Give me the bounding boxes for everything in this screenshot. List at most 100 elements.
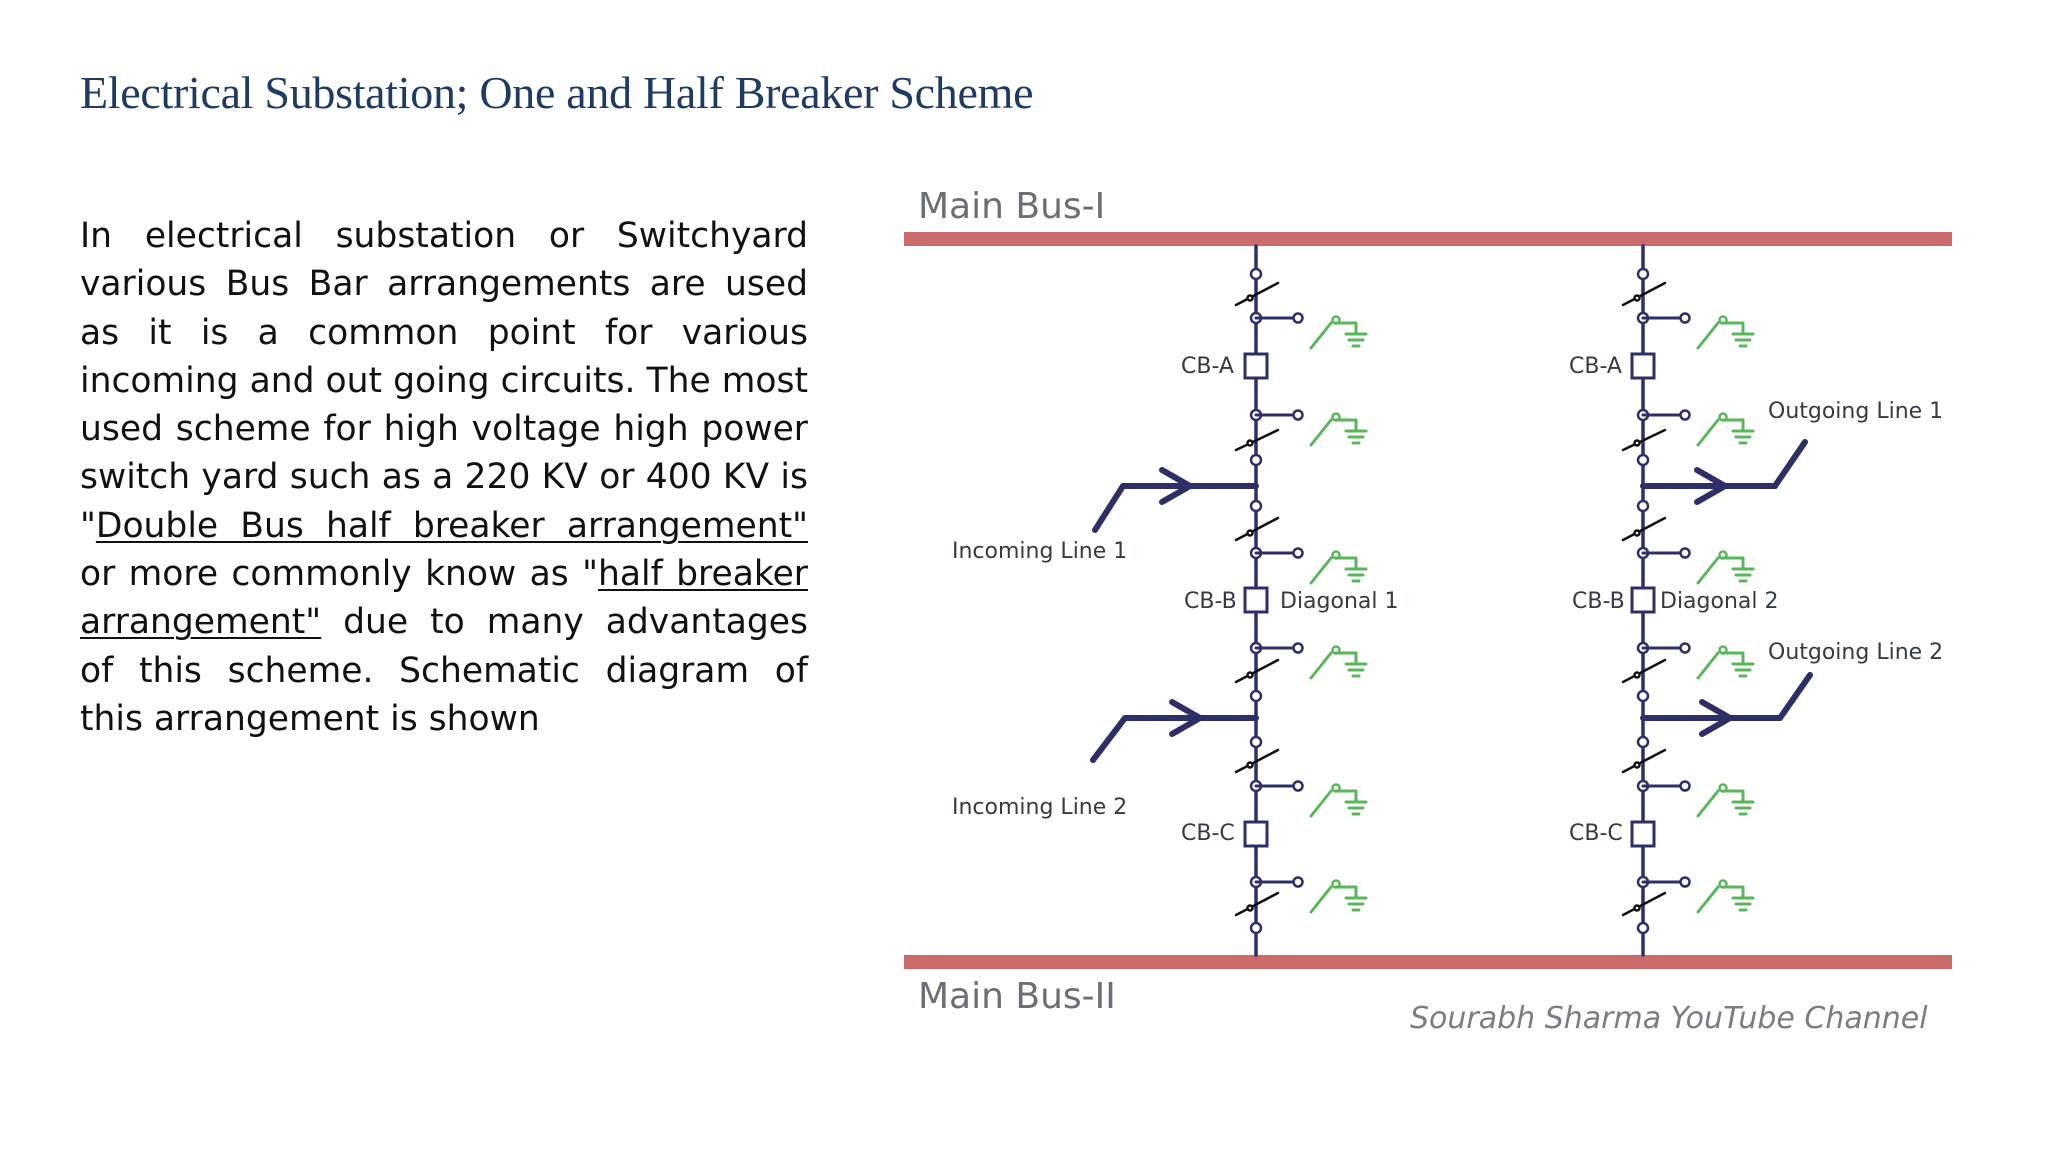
earth-switch-contact — [1679, 547, 1691, 559]
right-cb-b-label: CB-B — [1572, 589, 1625, 614]
isolator-blade — [1234, 281, 1280, 307]
outgoing-line-1-label: Outgoing Line 1 — [1768, 399, 1943, 424]
earth-switch-contact — [1292, 409, 1304, 421]
isolator-contact — [1636, 689, 1650, 703]
left-cb-a-label: CB-A — [1181, 354, 1234, 379]
isolator-pivot — [1246, 761, 1254, 769]
earth-switch-contact — [1679, 312, 1691, 324]
incoming-line-1-arrow — [1159, 467, 1193, 505]
breaker-cb-b — [1630, 586, 1656, 614]
left-cb-c-label: CB-C — [1181, 821, 1235, 846]
isolator-blade — [1621, 428, 1667, 452]
incoming-line-2-feeder — [1090, 715, 1128, 763]
right-cb-c-label: CB-C — [1569, 821, 1623, 846]
isolator-pivot — [1633, 761, 1641, 769]
isolator-blade — [1234, 516, 1280, 542]
isolator-blade — [1621, 516, 1667, 542]
earth-switch-contact — [1292, 547, 1304, 559]
paragraph-text-2: or more commonly know as " — [80, 554, 599, 595]
earth-switch-blade — [1696, 885, 1720, 914]
isolator-contact — [1636, 267, 1650, 281]
earth-switch-blade — [1696, 789, 1720, 818]
breaker-cb-a — [1243, 352, 1269, 380]
earth-switch-blade — [1309, 789, 1333, 818]
double-bus-half-breaker-link[interactable]: Double Bus half breaker arrangement" — [95, 505, 808, 546]
right-cb-a-label: CB-A — [1569, 354, 1622, 379]
breaker-cb-b — [1243, 586, 1269, 614]
outgoing-line-2-feeder — [1777, 672, 1813, 721]
breaker-cb-a — [1630, 352, 1656, 380]
main-bus-2-label: Main Bus-II — [918, 976, 1116, 1017]
outgoing-line-1-arrow — [1694, 467, 1728, 505]
incoming-line-2-arrow — [1169, 699, 1203, 737]
earth-switch-contact — [1292, 876, 1304, 888]
isolator-pivot — [1246, 529, 1254, 537]
breaker-cb-c — [1630, 820, 1656, 848]
incoming-line-1-label: Incoming Line 1 — [952, 539, 1127, 564]
earth-switch-contact — [1292, 312, 1304, 324]
earth-switch-blade — [1696, 651, 1720, 680]
isolator-blade — [1234, 891, 1280, 917]
main-bus-1-bar — [904, 232, 1952, 246]
incoming-line-2-label: Incoming Line 2 — [952, 795, 1127, 820]
earth-switch-contact — [1292, 642, 1304, 654]
isolator-contact — [1636, 453, 1650, 467]
isolator-pivot — [1633, 904, 1641, 912]
isolator-blade — [1621, 281, 1667, 307]
paragraph-text-1: In electrical substation or Switchyard v… — [80, 216, 808, 546]
main-bus-2-bar — [904, 955, 1952, 969]
diagonal-1-label: Diagonal 1 — [1280, 589, 1399, 614]
left-cb-b-label: CB-B — [1184, 589, 1237, 614]
isolator-blade — [1234, 748, 1280, 774]
earth-switch-contact — [1679, 780, 1691, 792]
isolator-pivot — [1246, 439, 1254, 447]
isolator-pivot — [1633, 439, 1641, 447]
isolator-contact — [1636, 499, 1650, 513]
outgoing-line-1-feeder — [1772, 439, 1808, 489]
earth-switch-contact — [1679, 409, 1691, 421]
earth-switch-blade — [1309, 418, 1333, 447]
isolator-blade — [1621, 891, 1667, 917]
main-bus-1-label: Main Bus-I — [918, 186, 1105, 227]
slide-title: Electrical Substation; One and Half Brea… — [80, 67, 1034, 118]
isolator-contact — [1249, 689, 1263, 703]
incoming-line-1-feeder — [1092, 483, 1126, 533]
earth-switch-blade — [1696, 556, 1720, 585]
isolator-pivot — [1246, 904, 1254, 912]
isolator-pivot — [1246, 294, 1254, 302]
isolator-contact — [1636, 735, 1650, 749]
earth-switch-blade — [1309, 651, 1333, 680]
isolator-contact — [1249, 735, 1263, 749]
isolator-contact — [1249, 499, 1263, 513]
paragraph-text-3: due to many advantages of this scheme. S… — [80, 602, 808, 739]
earth-switch-contact — [1292, 780, 1304, 792]
earth-switch-blade — [1309, 885, 1333, 914]
earth-switch-blade — [1309, 556, 1333, 585]
isolator-pivot — [1633, 294, 1641, 302]
credit-text: Sourabh Sharma YouTube Channel — [1410, 1001, 1928, 1036]
isolator-contact — [1249, 453, 1263, 467]
earth-switch-blade — [1696, 418, 1720, 447]
breaker-cb-c — [1243, 820, 1269, 848]
earth-switch-blade — [1696, 321, 1720, 350]
outgoing-line-2-label: Outgoing Line 2 — [1768, 640, 1943, 665]
isolator-blade — [1621, 658, 1667, 684]
isolator-contact — [1249, 267, 1263, 281]
earth-switch-contact — [1679, 876, 1691, 888]
outgoing-line-2-arrow — [1699, 699, 1733, 737]
isolator-contact — [1249, 921, 1263, 935]
diagonal-2-label: Diagonal 2 — [1660, 589, 1779, 614]
body-paragraph: In electrical substation or Switchyard v… — [80, 212, 808, 743]
isolator-blade — [1234, 428, 1280, 452]
isolator-contact — [1636, 921, 1650, 935]
earth-switch-contact — [1679, 642, 1691, 654]
isolator-blade — [1234, 658, 1280, 684]
left-bay — [1090, 244, 1368, 957]
isolator-pivot — [1633, 671, 1641, 679]
earth-switch-blade — [1309, 321, 1333, 350]
right-bay — [1621, 244, 1813, 957]
half-breaker-link[interactable]: half breaker arrangement" — [80, 554, 808, 643]
isolator-blade — [1621, 748, 1667, 774]
isolator-pivot — [1633, 529, 1641, 537]
